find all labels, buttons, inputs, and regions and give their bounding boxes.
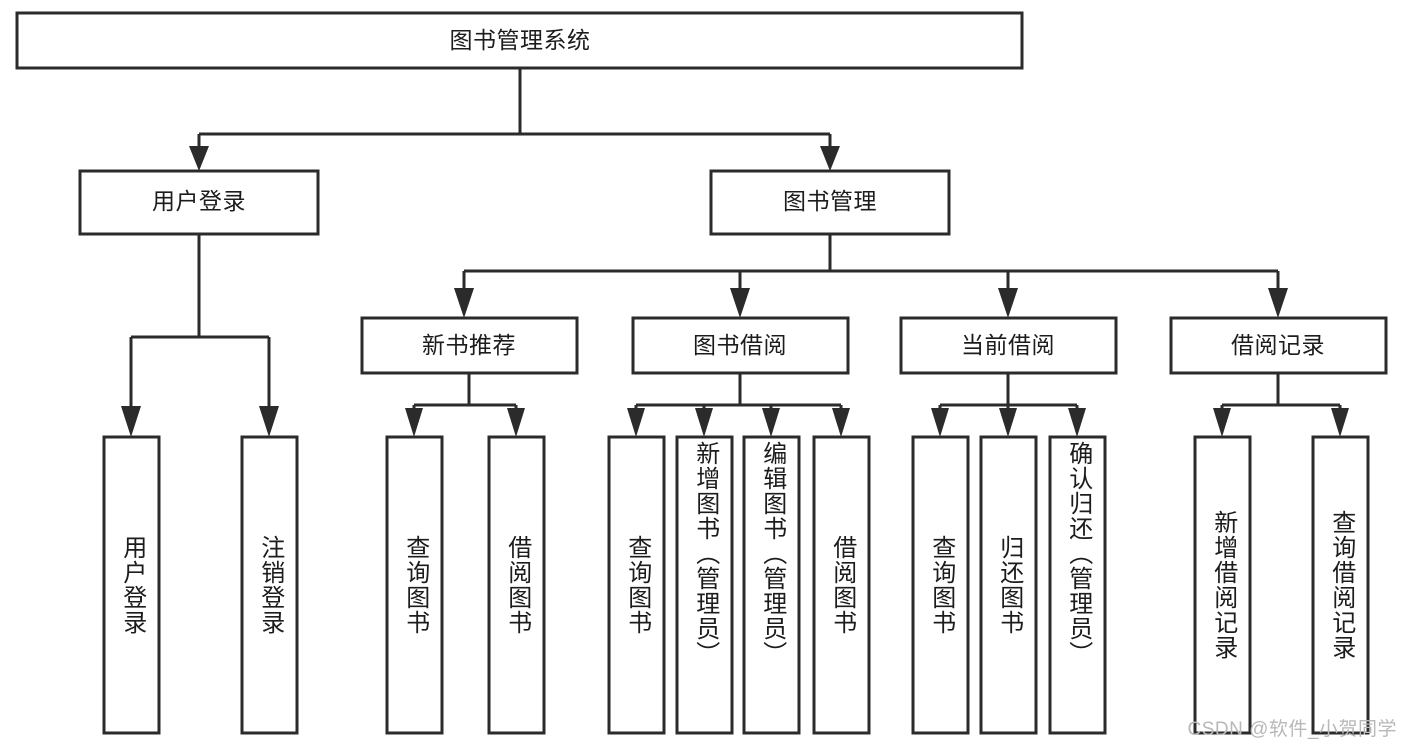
connector-group-new-book-rec [405, 373, 525, 437]
node-box-leaf-query-book-3[interactable] [911, 435, 970, 735]
node-box-book-borrow[interactable] [631, 316, 850, 375]
connector-group-book-manage [454, 234, 1288, 318]
arrow-head-leaf-query-book-1 [405, 408, 423, 437]
node-box-leaf-logout-login[interactable] [240, 435, 299, 735]
arrow-head-to-book-borrow [730, 288, 750, 318]
node-label-book-borrow: 图书借阅 [693, 332, 787, 358]
arrow-head-leaf-user-login [121, 406, 141, 437]
node-box-leaf-add-record[interactable] [1193, 435, 1252, 735]
arrow-head-leaf-edit-book [762, 408, 780, 437]
arrow-head-to-book-manage [820, 146, 840, 171]
connector-group-book-borrow [627, 373, 850, 437]
node-box-leaf-edit-book[interactable] [742, 435, 801, 735]
node-box-leaf-query-record[interactable] [1311, 435, 1370, 735]
arrow-head-leaf-query-book-2 [627, 408, 645, 437]
node-box-leaf-borrow-book-2[interactable] [812, 435, 871, 735]
node-box-leaf-user-login[interactable] [102, 435, 161, 735]
connector-group-borrow-record [1213, 373, 1349, 437]
csdn-watermark: CSDN @软件_小贺同学 [1187, 719, 1397, 740]
node-label-root: 图书管理系统 [450, 27, 591, 53]
arrow-head-leaf-logout-login [259, 406, 279, 437]
arrow-head-leaf-confirm-return [1068, 408, 1086, 437]
connector-group-current-borrow [931, 373, 1086, 437]
arrow-head-to-new-book-rec [454, 288, 474, 318]
connector-group-root [189, 68, 840, 171]
arrow-head-to-borrow-record [1268, 288, 1288, 318]
node-box-user-login[interactable] [78, 169, 320, 236]
node-box-leaf-return-book[interactable] [979, 435, 1038, 735]
node-label-current-borrow: 当前借阅 [961, 332, 1055, 358]
arrow-head-leaf-query-record [1331, 408, 1349, 437]
arrow-head-leaf-borrow-book-2 [832, 408, 850, 437]
node-box-book-manage[interactable] [709, 169, 951, 236]
node-box-leaf-query-book-2[interactable] [607, 435, 666, 735]
node-box-leaf-borrow-book-1[interactable] [487, 435, 546, 735]
node-box-leaf-add-book[interactable] [675, 435, 734, 735]
node-box-borrow-record[interactable] [1169, 316, 1388, 375]
arrow-head-leaf-borrow-book-1 [507, 408, 525, 437]
node-label-user-login: 用户登录 [152, 188, 246, 214]
node-box-root[interactable] [15, 11, 1024, 70]
connector-group-user-login [121, 234, 279, 437]
node-label-new-book-rec: 新书推荐 [422, 332, 516, 358]
arrow-head-to-user-login [189, 146, 209, 171]
arrow-head-leaf-add-record [1213, 408, 1231, 437]
node-box-leaf-confirm-return[interactable] [1048, 435, 1107, 735]
arrow-head-leaf-add-book [695, 408, 713, 437]
arrow-head-leaf-return-book [999, 408, 1017, 437]
node-box-new-book-rec[interactable] [360, 316, 579, 375]
node-label-borrow-record: 借阅记录 [1231, 332, 1325, 358]
node-box-current-borrow[interactable] [899, 316, 1118, 375]
node-box-leaf-query-book-1[interactable] [385, 435, 444, 735]
arrow-head-leaf-query-book-3 [931, 408, 949, 437]
node-label-book-manage: 图书管理 [783, 188, 877, 214]
arrow-head-to-current-borrow [998, 288, 1018, 318]
